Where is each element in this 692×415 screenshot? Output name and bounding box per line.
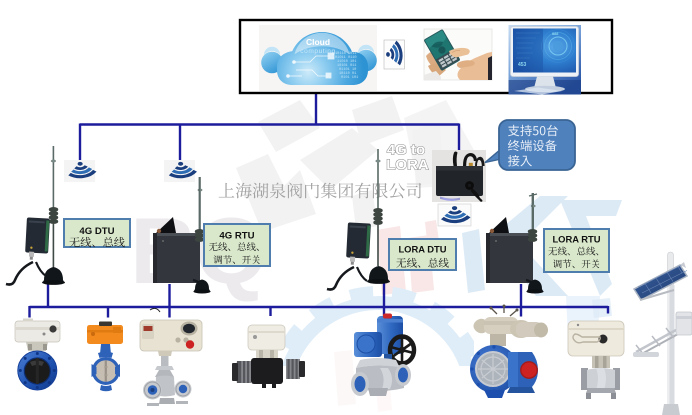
svg-text:Cloud: Cloud bbox=[306, 37, 330, 47]
svg-text:0101 101: 0101 101 bbox=[341, 76, 358, 80]
svg-text:10110 1011: 10110 1011 bbox=[335, 52, 357, 56]
svg-text:453: 453 bbox=[518, 62, 527, 68]
svg-text:LORA DTU: LORA DTU bbox=[398, 243, 446, 254]
svg-text:computing: computing bbox=[300, 48, 335, 55]
svg-text:10110 01: 10110 01 bbox=[339, 72, 356, 76]
svg-text:LORA RTU: LORA RTU bbox=[552, 234, 600, 245]
svg-text:888: 888 bbox=[552, 32, 558, 36]
svg-text:01011 0110: 01011 0110 bbox=[335, 56, 357, 60]
svg-text:4G to: 4G to bbox=[387, 142, 425, 159]
svg-text:4G RTU: 4G RTU bbox=[219, 230, 254, 241]
svg-text:11010 101: 11010 101 bbox=[337, 60, 356, 64]
svg-text:01101 10: 01101 10 bbox=[339, 68, 356, 72]
svg-text:10101 011: 10101 011 bbox=[337, 64, 356, 68]
svg-text:4G DTU: 4G DTU bbox=[79, 226, 114, 237]
svg-text:LORA: LORA bbox=[386, 157, 429, 174]
